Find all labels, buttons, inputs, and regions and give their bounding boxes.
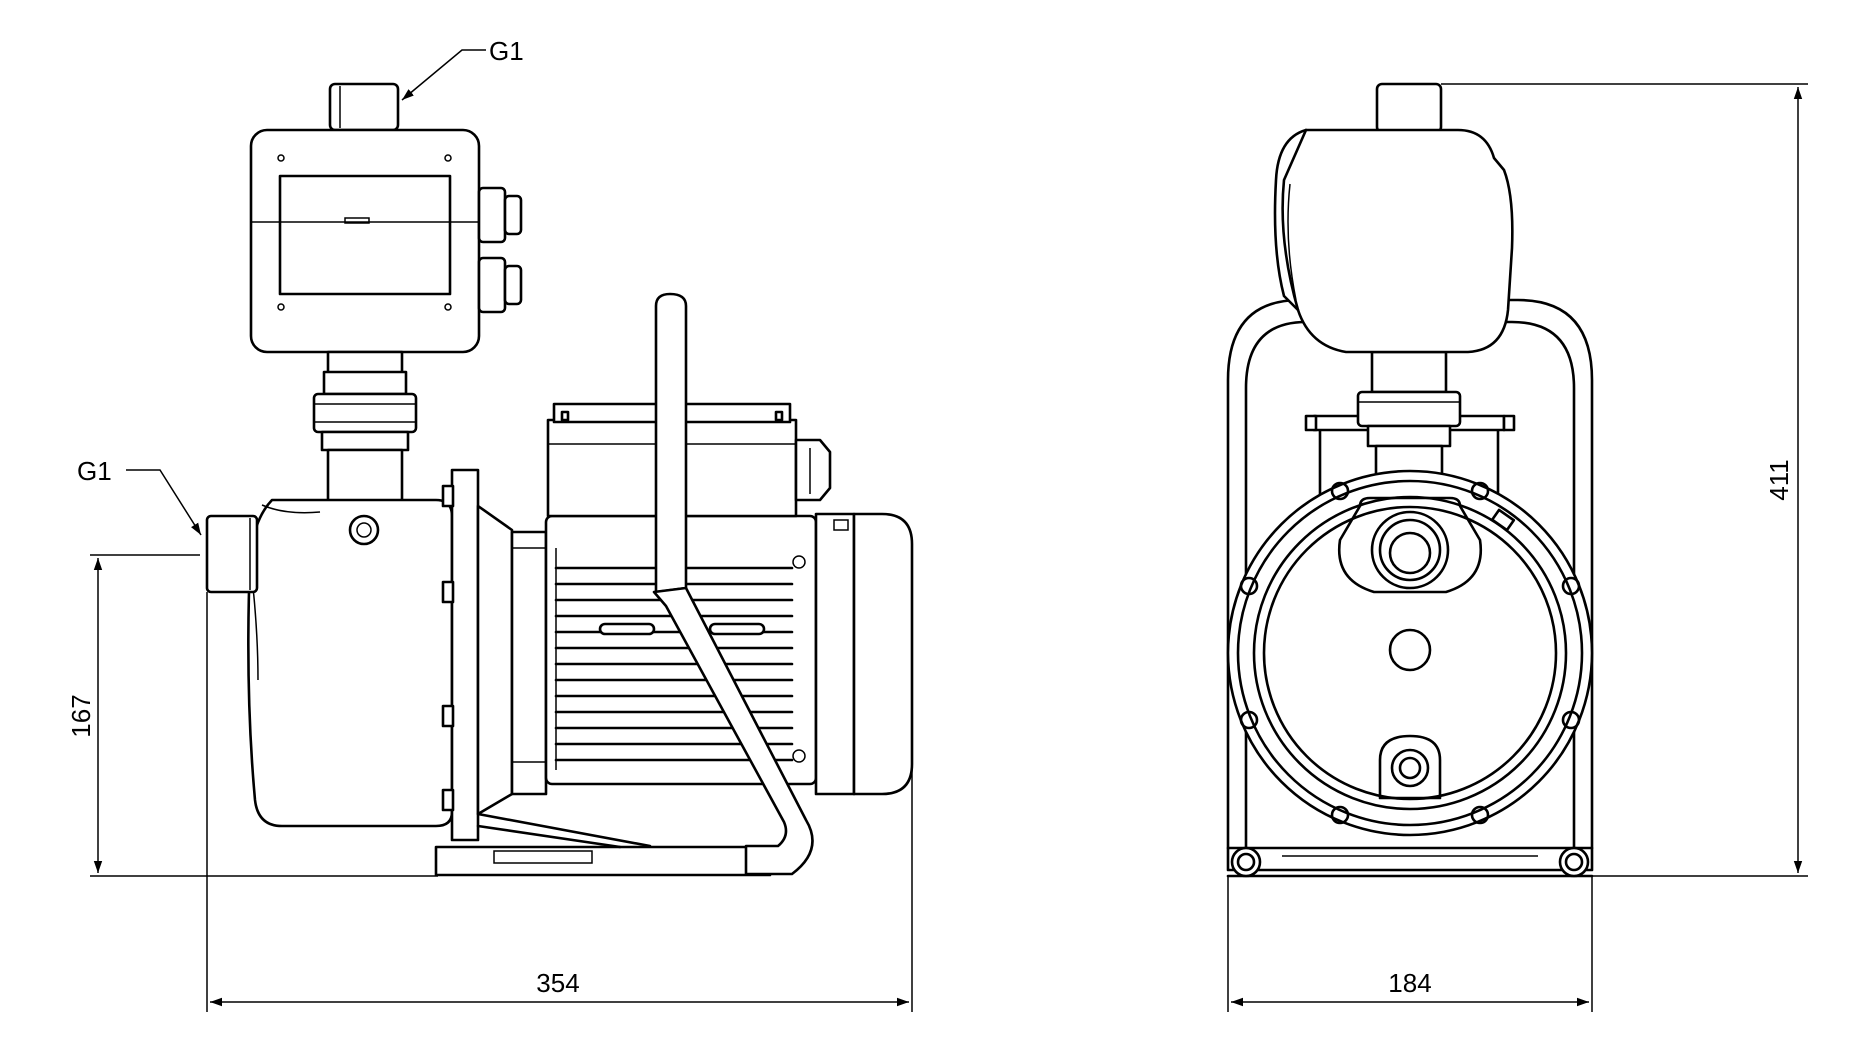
dimension-value-411: 411 [1764,459,1794,500]
pump-housing [247,498,454,828]
cable-gland-lower [477,256,523,314]
label-g1-top-outlet: G1 [489,36,524,66]
riser-union [312,350,418,506]
carry-handle [652,292,814,876]
riser-union-front [1356,350,1462,488]
dimension-411: 411 [1441,83,1808,877]
dimension-167: 167 [66,554,438,877]
dimension-354: 354 [206,592,913,1012]
label-g1-side-inlet: G1 [77,456,112,486]
terminal-box [546,402,832,518]
side-inlet-nipple [205,514,259,594]
dimension-184: 184 [1227,876,1593,1012]
pump-casing-front [1226,469,1594,837]
callout-outlet-top: G1 [401,36,524,101]
dimension-value-167: 167 [66,694,96,737]
dimension-value-354: 354 [536,968,579,998]
callout-inlet-side: G1 [77,456,202,536]
dimension-value-184: 184 [1388,968,1431,998]
pump-flange [441,468,480,842]
pressure-controller-box [249,128,523,354]
front-view: 184 411 [1226,82,1808,1012]
side-view: G1 G1 167 354 [66,36,914,1012]
cable-gland-upper [477,186,523,244]
top-outlet-nipple [328,82,400,132]
flange-bolts [1239,481,1581,825]
motor-bracket [476,504,560,816]
base-front [1226,846,1594,878]
base-plate [434,812,772,877]
pressure-controller-front [1273,82,1514,354]
fan-cover [792,512,914,796]
